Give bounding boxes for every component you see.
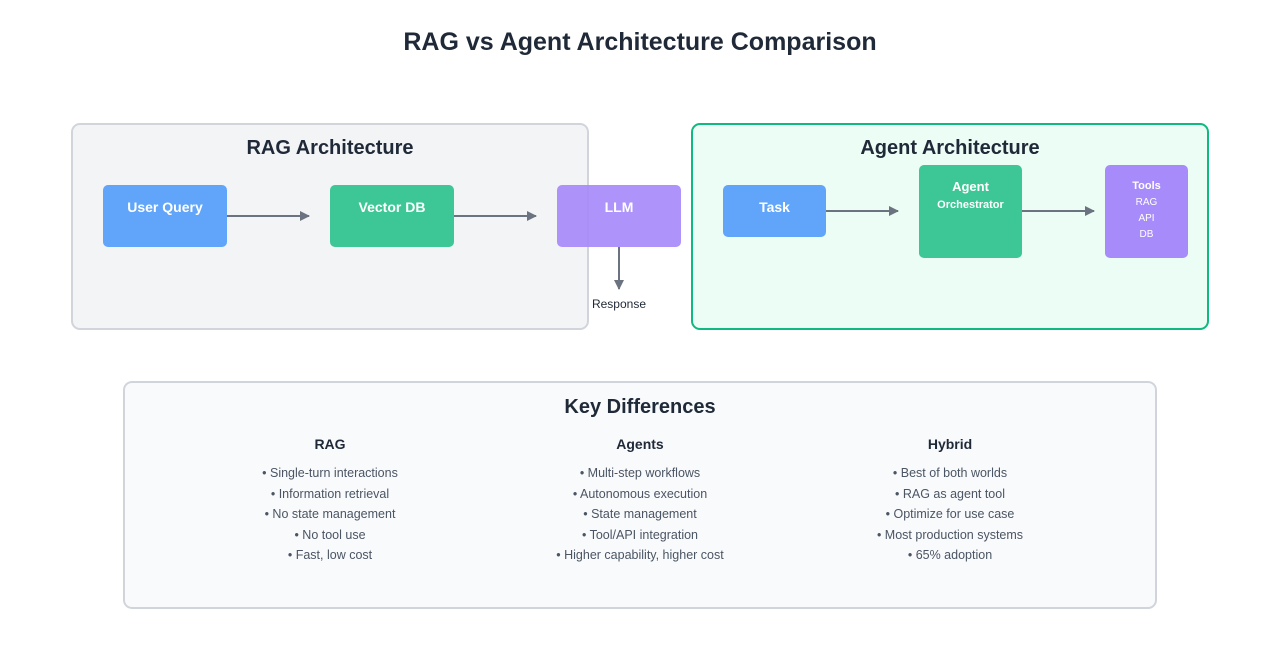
- user-query-node: User Query: [103, 185, 227, 247]
- list-item: • RAG as agent tool: [895, 486, 1005, 501]
- column-agents: Agents • Multi-step workflows • Autonomo…: [490, 436, 790, 566]
- list-item: • Most production systems: [876, 527, 1024, 542]
- list-item: • No state management: [264, 507, 396, 522]
- agent-label: Agent: [952, 179, 989, 194]
- tool-item-rag: RAG: [1135, 197, 1158, 208]
- list-item: • Optimize for use case: [885, 507, 1015, 522]
- task-label: Task: [759, 199, 790, 215]
- list-item: • Fast, low cost: [287, 548, 373, 563]
- list-item: • 65% adoption: [907, 548, 993, 563]
- column-hybrid: Hybrid • Best of both worlds • RAG as ag…: [800, 436, 1100, 566]
- tools-label: Tools: [1132, 180, 1161, 192]
- key-differences-title: Key Differences: [564, 396, 716, 418]
- list-item: • State management: [583, 507, 697, 522]
- list-item: • Best of both worlds: [892, 466, 1008, 480]
- agent-panel-title: Agent Architecture: [860, 137, 1040, 159]
- vector-db-label: Vector DB: [358, 199, 426, 215]
- rag-panel-title: RAG Architecture: [246, 137, 414, 159]
- list-item: • No tool use: [294, 527, 366, 542]
- page-title: RAG vs Agent Architecture Comparison: [403, 28, 877, 56]
- column-heading: Agents: [616, 436, 664, 452]
- column-heading: Hybrid: [927, 436, 973, 452]
- user-query-label: User Query: [127, 199, 203, 215]
- column-rag: RAG • Single-turn interactions • Informa…: [180, 436, 480, 566]
- task-node: Task: [723, 185, 826, 237]
- llm-label: LLM: [604, 199, 634, 215]
- tools-node: Tools RAG API DB: [1105, 165, 1188, 258]
- llm-node: LLM: [557, 185, 681, 247]
- list-item: • Information retrieval: [270, 486, 390, 501]
- orchestrator-label: Orchestrator: [937, 199, 1004, 211]
- tool-item-api: API: [1138, 213, 1155, 224]
- vector-db-node: Vector DB: [330, 185, 454, 247]
- column-heading: RAG: [314, 436, 346, 452]
- response-label: Response: [591, 297, 647, 311]
- tool-item-db: DB: [1139, 229, 1154, 240]
- list-item: • Tool/API integration: [581, 527, 699, 542]
- list-item: • Autonomous execution: [572, 486, 708, 501]
- list-item: • Multi-step workflows: [579, 466, 701, 480]
- agent-orchestrator-node: Agent Orchestrator: [919, 165, 1022, 258]
- key-differences-panel: [123, 381, 1157, 609]
- list-item: • Higher capability, higher cost: [556, 548, 724, 563]
- list-item: • Single-turn interactions: [262, 466, 398, 480]
